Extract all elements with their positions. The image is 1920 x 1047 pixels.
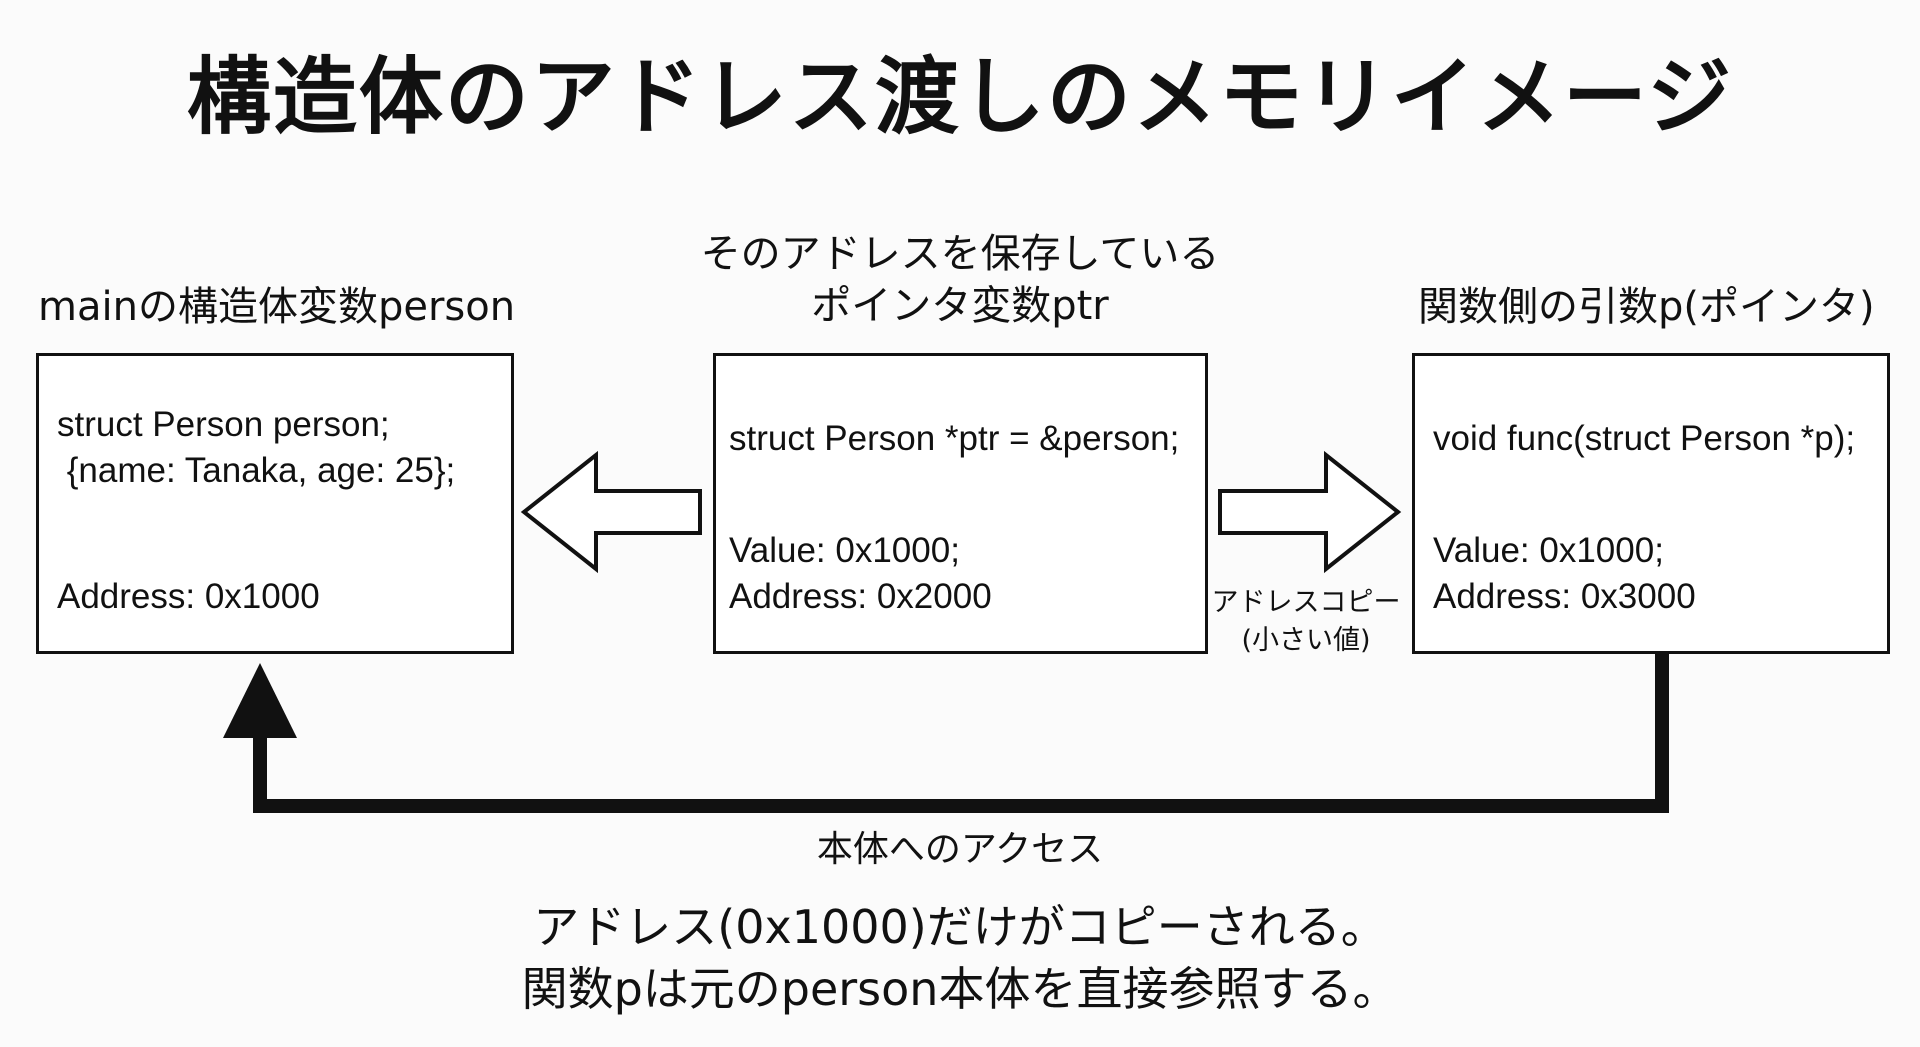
param-address: Address: 0x3000 [1433,577,1696,616]
access-path-line [253,654,1669,813]
access-arrowhead [223,663,297,738]
person-address: Address: 0x1000 [57,577,320,616]
ptr-address: Address: 0x2000 [729,577,992,616]
summary-text: アドレス(0x1000)だけがコピーされる。 関数pは元のperson本体を直接… [0,896,1920,1020]
page-title: 構造体のアドレス渡しのメモリイメージ [186,48,1734,146]
func-decl-line: void func(struct Person *p); [1433,419,1856,458]
summary-line1: アドレス(0x1000)だけがコピーされる。 [533,900,1387,954]
address-copy-line2: (小さい値) [1241,625,1371,656]
param-pointer-box: void func(struct Person *p); Value: 0x10… [1412,353,1890,654]
middle-label-line1: そのアドレスを保存している [700,231,1220,277]
middle-label-line2: ポインタ変数ptr [811,283,1109,329]
ptr-value: Value: 0x1000; [729,531,960,570]
middle-block-label: そのアドレスを保存している ポインタ変数ptr [660,228,1260,332]
param-value: Value: 0x1000; [1433,531,1664,570]
person-struct-box: struct Person person; {name: Tanaka, age… [36,353,514,654]
person-decl-line: struct Person person; [57,405,390,444]
address-copy-line1: アドレスコピー [1211,587,1401,618]
left-hollow-arrow [520,450,702,574]
right-block-label: 関数側の引数p(ポインタ) [1418,284,1875,330]
left-block-label: mainの構造体変数person [38,284,516,330]
right-hollow-arrow [1218,450,1402,574]
ptr-variable-box: struct Person *ptr = &person; Value: 0x1… [713,353,1208,654]
ptr-decl-line: struct Person *ptr = &person; [729,419,1180,458]
person-init-line: {name: Tanaka, age: 25}; [57,451,456,490]
summary-line2: 関数pは元のperson本体を直接参照する。 [521,962,1399,1016]
access-caption: 本体へのアクセス [816,829,1104,870]
address-copy-note: アドレスコピー (小さい値) [1206,584,1406,660]
